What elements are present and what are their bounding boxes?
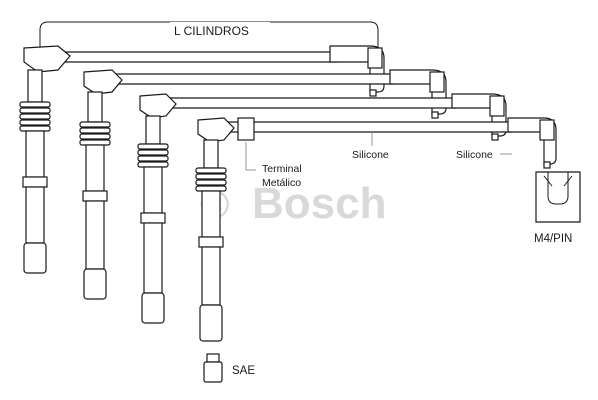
cable-3-boot-head: [139, 93, 177, 119]
terminal-label-line2: Metálico: [262, 177, 301, 189]
cable-1-end-cap: [367, 47, 383, 69]
ignition-cable-4: [195, 117, 557, 342]
watermark-brand-text: Bosch: [252, 179, 386, 228]
cylinders-bracket: L CILINDROS: [39, 21, 379, 52]
cable-3-ribs: [137, 143, 169, 168]
cable-3-pin: [491, 133, 499, 141]
terminal-label-line1: Terminal: [262, 163, 302, 175]
ignition-cable-1: [19, 45, 385, 274]
terminal-metalico-callout: Terminal Metálico: [245, 142, 302, 189]
cable-4-boot-lower: [201, 246, 221, 306]
cable-2-boot-upper: [87, 91, 103, 123]
cable-1-terminal: [23, 242, 47, 274]
cable-1-boot-lower: [25, 186, 45, 244]
cable-2-end-cap: [429, 71, 445, 93]
cable-3-collar: [140, 212, 166, 224]
silicone-label-1: Silicone: [352, 149, 389, 161]
cable-4-end-cap: [539, 119, 555, 141]
cable-2-wire: [113, 73, 395, 85]
sae-terminal-body: [203, 361, 223, 383]
cable-1-collar: [22, 176, 48, 188]
cable-3-terminal: [141, 292, 165, 324]
cable-1-boot-body: [25, 130, 45, 178]
cable-4-boot-head: [197, 117, 235, 143]
cable-4-boot-upper: [203, 139, 219, 169]
bracket-gap: [170, 22, 270, 24]
cable-4-collar: [198, 236, 224, 248]
sae-terminal-top: [206, 353, 220, 363]
m4-pin-connector: M4/PIN: [534, 171, 581, 245]
cable-2-boot-head: [83, 69, 123, 95]
cable-4-pin: [543, 161, 551, 169]
silicone-label-2: Silicone: [456, 149, 493, 161]
cable-3-end-cap: [489, 95, 505, 117]
m4-pin-body: [535, 171, 581, 223]
cable-2-ribs: [79, 121, 111, 146]
cable-1-ribs: [19, 101, 51, 132]
cable-3-boot-lower: [143, 222, 163, 294]
m4-pin-clip: [543, 175, 573, 187]
silicone-callout-2: Silicone: [456, 149, 512, 161]
cable-2-terminal: [83, 268, 107, 300]
cable-1-pin: [369, 89, 377, 97]
silicone-callout-1: Silicone: [352, 132, 389, 161]
cable-3-boot-body: [143, 166, 163, 214]
terminal-leader-line: [245, 142, 256, 171]
cable-2-boot-lower: [85, 200, 105, 270]
cable-4-boot-body: [201, 190, 221, 238]
cable-1-wire: [61, 51, 339, 63]
cable-2-pin: [431, 111, 439, 119]
cable-1-boot-head: [23, 45, 71, 73]
cable-1-boot-upper: [27, 69, 43, 103]
sae-terminal: SAE: [203, 353, 255, 383]
cable-2-boot-body: [85, 144, 105, 192]
cable-2-collar: [82, 190, 108, 202]
cable-4-metal-terminal: [237, 117, 255, 141]
ignition-cable-3: [137, 93, 507, 324]
m4-pin-slot: [547, 172, 569, 205]
cable-4-terminal: [199, 304, 223, 342]
cable-4-wire: [225, 121, 513, 133]
m4-pin-label: M4/PIN: [534, 233, 572, 245]
sae-label: SAE: [232, 365, 255, 377]
cable-3-wire: [167, 97, 457, 109]
cylinders-label: L CILINDROS: [174, 24, 249, 38]
cable-3-boot-upper: [145, 115, 161, 145]
cable-4-ribs: [195, 167, 227, 192]
